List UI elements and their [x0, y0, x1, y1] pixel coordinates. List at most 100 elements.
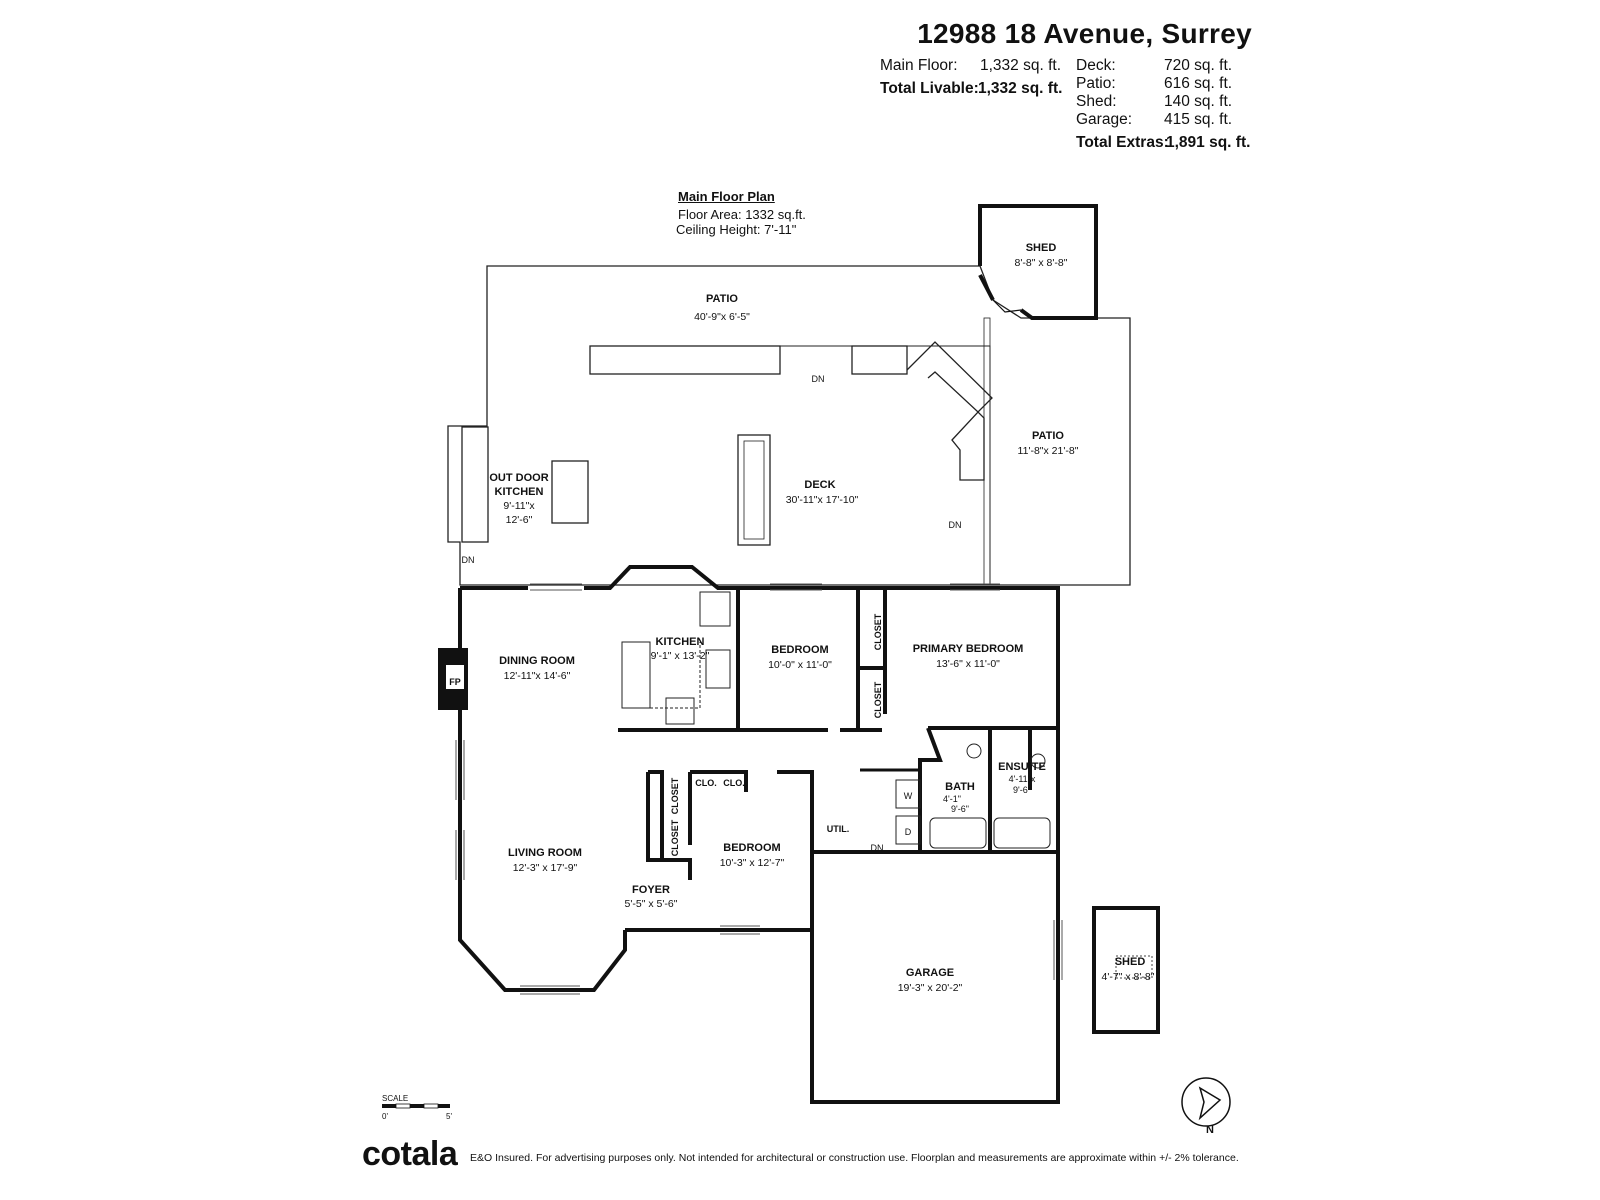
brand-logo: cotala — [362, 1135, 458, 1173]
room-dims-shed-south: 4'-7" x 8'-8" — [1102, 971, 1155, 983]
clo-label-1: CLO. — [695, 778, 717, 788]
room-label-outdoor-kitchen: OUT DOOR — [489, 472, 548, 484]
deck-bay — [906, 341, 993, 413]
stairs-down-label-garage: DN — [871, 843, 884, 853]
deck-area-label: Deck: — [1076, 57, 1116, 74]
main-floor-value: 1,332 sq. ft. — [980, 57, 1061, 74]
scale-bar — [382, 1103, 450, 1109]
floor-area: Floor Area: 1332 sq.ft. — [678, 207, 806, 222]
room-dims-foyer: 5'-5" x 5'-6" — [625, 898, 678, 910]
compass-icon — [1181, 1077, 1231, 1127]
room-label-primary-bedroom: PRIMARY BEDROOM — [913, 643, 1024, 655]
room-label-dining-room: DINING ROOM — [499, 655, 575, 667]
room-dims-living-room: 12'-3" x 17'-9" — [513, 862, 578, 874]
patio-area-value: 616 sq. ft. — [1164, 75, 1233, 92]
kitchen-counter-west — [621, 641, 651, 709]
fireplace-label: FP — [449, 677, 461, 687]
closet-label-primary: CLOSET — [873, 613, 883, 650]
house-west-wall — [458, 588, 627, 992]
bath-sink — [966, 743, 982, 759]
total-extras-value: 1,891 sq. ft. — [1166, 134, 1251, 151]
room-label-bath: BATH — [945, 781, 975, 793]
room-label-outdoor-kitchen-2: KITCHEN — [495, 486, 544, 498]
room-label-patio-north: PATIO — [706, 293, 738, 305]
room-dims-kitchen: 9'-1" x 13'-2" — [651, 650, 710, 662]
total-extras-label: Total Extras: — [1076, 134, 1169, 151]
room-label-ensuite: ENSUITE — [998, 761, 1046, 773]
main-floor-label: Main Floor: — [880, 57, 958, 74]
room-dims-bedroom-1: 10'-0" x 11'-0" — [768, 659, 832, 671]
scale-end: 5' — [446, 1112, 452, 1121]
stairs-down-label-north: DN — [812, 374, 825, 384]
ceiling-height: Ceiling Height: 7'-11" — [676, 222, 797, 237]
room-label-garage: GARAGE — [906, 967, 954, 979]
total-livable-value: 1,332 sq. ft. — [978, 80, 1063, 97]
kitchen-counter-corner — [699, 591, 731, 627]
clo-label-2: CLO. — [723, 778, 745, 788]
room-dims-bedroom-2: 10'-3" x 12'-7" — [720, 857, 785, 869]
patio-outline — [447, 265, 1131, 586]
shed-area-label: Shed: — [1076, 93, 1117, 110]
room-label-bedroom-2: BEDROOM — [723, 842, 780, 854]
room-dims-bath: 4'-1" — [943, 794, 961, 804]
deck-rail-east — [851, 345, 908, 375]
room-dims-ensuite-2: 9'-6" — [1013, 785, 1031, 795]
room-dims-ensuite: 4'-11"x — [1009, 774, 1036, 784]
room-label-foyer: FOYER — [632, 884, 670, 896]
shed-north-walls — [978, 204, 1098, 320]
patio-area-label: Patio: — [1076, 75, 1116, 92]
outdoor-kitchen-island — [551, 460, 589, 524]
kitchen-sink — [665, 697, 695, 725]
closet-label-hall: CLOSET — [873, 681, 883, 718]
plan-title: Main Floor Plan — [678, 189, 775, 204]
room-dims-patio-east: 11'-8"x 21'-8" — [1018, 445, 1079, 457]
disclaimer: E&O Insured. For advertising purposes on… — [470, 1152, 1239, 1164]
garage-walls — [777, 770, 1060, 1104]
washer — [895, 779, 921, 809]
total-livable-label: Total Livable: — [880, 80, 979, 97]
deck-area-value: 720 sq. ft. — [1164, 57, 1233, 74]
stairs-down-label-east: DN — [949, 520, 962, 530]
ensuite-tub — [993, 817, 1051, 849]
room-dims-garage: 19'-3" x 20'-2" — [898, 982, 963, 994]
stairs-down-label-west: DN — [462, 555, 475, 565]
room-dims-bath-2: 9'-6" — [951, 804, 969, 814]
deck-bench — [737, 434, 771, 546]
dryer-label: D — [905, 827, 912, 837]
closet-label-bedroom-b: CLOSET — [670, 819, 680, 856]
room-dims-outdoor-kitchen: 9'-11"x — [503, 500, 535, 512]
fireplace-icon — [438, 648, 468, 710]
room-label-deck: DECK — [804, 479, 835, 491]
property-address: 12988 18 Avenue, Surrey — [917, 18, 1252, 49]
room-label-bedroom-1: BEDROOM — [771, 644, 828, 656]
room-label-shed-south: SHED — [1115, 956, 1146, 968]
shed-area-value: 140 sq. ft. — [1164, 93, 1233, 110]
room-label-shed-north: SHED — [1026, 242, 1057, 254]
room-dims-outdoor-kitchen-2: 12'-6" — [506, 514, 533, 526]
washer-label: W — [904, 791, 913, 801]
bath-tub — [929, 817, 987, 849]
ensuite-sink — [1030, 753, 1046, 769]
north-label: N — [1206, 1124, 1214, 1136]
garage-area-label: Garage: — [1076, 111, 1133, 128]
garage-area-value: 415 sq. ft. — [1164, 111, 1233, 128]
scale-start: 0' — [382, 1112, 388, 1121]
deck-rail-west — [589, 345, 781, 375]
dryer — [895, 815, 921, 845]
room-label-kitchen: KITCHEN — [656, 636, 705, 648]
room-label-living-room: LIVING ROOM — [508, 847, 582, 859]
shed-south-walls — [1092, 906, 1160, 1034]
kitchen-stove — [705, 649, 731, 689]
room-label-patio-east: PATIO — [1032, 430, 1064, 442]
room-dims-patio-north: 40'-9"x 6'-5" — [694, 311, 750, 323]
room-dims-shed-north: 8'-8" x 8'-8" — [1015, 257, 1068, 269]
room-dims-primary-bedroom: 13'-6" x 11'-0" — [936, 658, 1000, 670]
scale-label: SCALE — [382, 1094, 409, 1103]
house-north-wall — [460, 565, 1060, 902]
room-dims-dining-room: 12'-11"x 14'-6" — [504, 670, 571, 682]
room-dims-deck: 30'-11"x 17'-10" — [786, 494, 859, 506]
util-label: UTIL. — [827, 824, 850, 834]
outdoor-kitchen-counter — [461, 426, 489, 543]
closet-label-bedroom-a: CLOSET — [670, 777, 680, 814]
